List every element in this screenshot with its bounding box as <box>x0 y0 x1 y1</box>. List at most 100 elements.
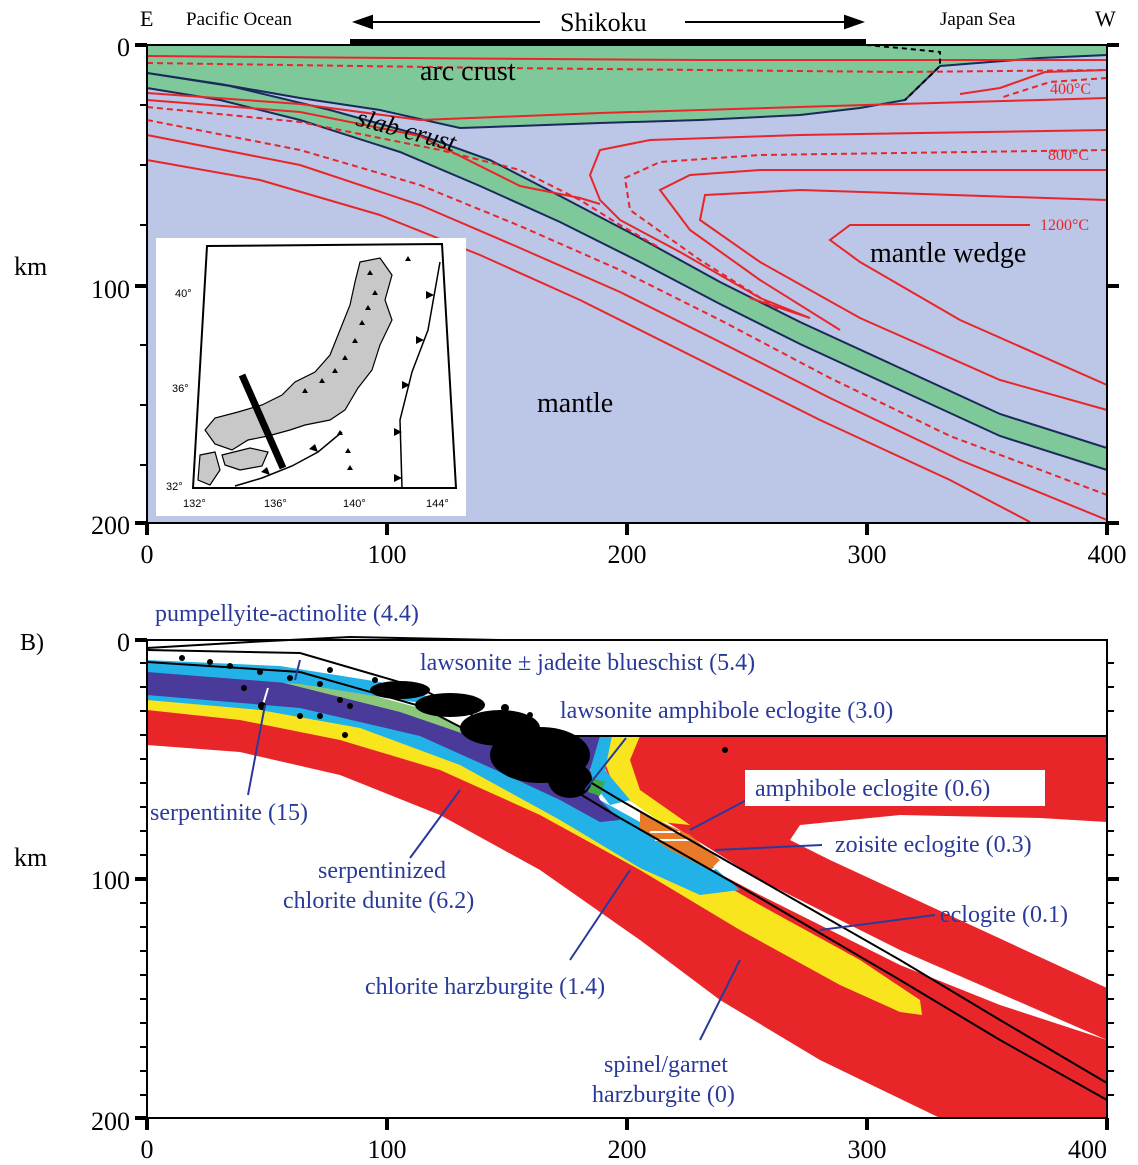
isotherm-line <box>999 77 1108 99</box>
pacific-ocean-label: Pacific Ocean <box>186 9 293 30</box>
isotherm-400-label: 400°C <box>1050 81 1091 98</box>
earthquake-dot <box>327 667 333 673</box>
panel-a-x-tick-100: 100 <box>368 540 407 569</box>
earthquake-dot <box>257 669 263 675</box>
earthquake-dot <box>372 677 378 683</box>
chlorite-harzburgite-zone <box>147 680 922 1015</box>
panel-a-x-ticks <box>145 523 1109 535</box>
leader-dunite <box>409 789 461 859</box>
earthquake-dot <box>547 735 553 741</box>
trench-tooth <box>394 474 402 482</box>
chlorite-harzburgite-label: chlorite harzburgite (1.4) <box>365 974 605 1000</box>
panel-b-km-label: km <box>14 843 47 872</box>
mantle-wedge-label: mantle wedge <box>870 238 1026 269</box>
mantle-wedge-eclogite-zone <box>600 736 1107 1040</box>
earthquake-dot <box>317 713 323 719</box>
inset-lon-144: 144° <box>426 498 449 510</box>
isotherm-line <box>146 106 661 249</box>
serpentinite-label: serpentinite (15) <box>150 800 308 826</box>
inset-lat-32: 32° <box>166 481 183 493</box>
trench-tooth <box>394 428 402 436</box>
white-mark <box>711 861 726 871</box>
trench-tooth <box>402 381 410 389</box>
panel-b-x-tick-200: 200 <box>608 1135 647 1164</box>
volcano-triangle <box>405 256 411 261</box>
isotherm-800-label: 800°C <box>1048 147 1089 164</box>
isotherm-line <box>828 224 1108 386</box>
serpentinized-chlorite-dunite-zone <box>147 670 740 895</box>
volcano-triangle <box>319 378 325 383</box>
isotherm-line <box>146 159 1031 523</box>
panel-b: pumpellyite-actinolite (4.4) lawsonite ±… <box>14 601 1119 1164</box>
panel-a-y-tick-0: 0 <box>117 33 130 62</box>
japan-sea-label: Japan Sea <box>940 9 1016 30</box>
shikoku-island <box>221 447 269 471</box>
volcano-triangle <box>352 338 358 343</box>
arc-crust-label: arc crust <box>420 56 516 87</box>
panel-a-x-tick-200: 200 <box>608 540 647 569</box>
volcano-triangle <box>372 290 378 295</box>
earthquake-dot <box>207 659 213 665</box>
slab-moho-line <box>146 661 1108 1101</box>
isotherm-line <box>146 99 601 205</box>
inset-lon-140: 140° <box>343 498 366 510</box>
earthquake-dot <box>287 675 293 681</box>
isotherm-line <box>146 55 1107 61</box>
spinel-garnet-label-line-2: harzburgite (0) <box>592 1082 735 1108</box>
zoisite-eclogite-label: zoisite eclogite (0.3) <box>835 832 1032 858</box>
pumpellyite-actinolite-label: pumpellyite-actinolite (4.4) <box>155 601 419 627</box>
slab-top-line <box>146 649 1108 1084</box>
panel-a-km-label: km <box>14 252 47 281</box>
volcano-markers <box>302 256 411 470</box>
leader-pumpellyite <box>294 659 301 681</box>
isotherm-line <box>588 129 1108 319</box>
isotherm-line <box>146 134 1108 521</box>
earthquake-cluster <box>370 681 430 699</box>
panel-b-x-tick-400: 400 <box>1068 1135 1107 1164</box>
earthquake-dot <box>342 732 348 738</box>
nankai-trough <box>234 431 343 487</box>
volcano-triangle <box>302 388 308 393</box>
facies-labels: pumpellyite-actinolite (4.4) lawsonite ±… <box>150 601 1068 1108</box>
earthquake-dot <box>179 655 185 661</box>
isotherm-line <box>623 149 1108 311</box>
volcano-triangle <box>345 448 351 453</box>
west-label: W <box>1095 6 1116 31</box>
earthquake-dot <box>417 687 423 693</box>
japan-trench <box>399 261 441 489</box>
isotherm-line <box>698 188 1108 411</box>
volcano-triangle <box>365 305 371 310</box>
mantle-label: mantle <box>537 388 613 419</box>
panel-b-label: B) <box>20 630 44 656</box>
leader-lawsonite-amphibole <box>584 737 627 791</box>
volcano-triangle <box>367 270 373 275</box>
spinel-garnet-label-line-1: spinel/garnet <box>604 1052 728 1078</box>
volcano-triangle <box>347 465 353 470</box>
spinel-garnet-harzburgite-zone <box>147 700 1107 1118</box>
isotherm-line <box>959 69 1108 95</box>
earthquake-dot <box>241 685 247 691</box>
inset-lon-136: 136° <box>264 498 287 510</box>
earthquake-cluster <box>548 762 592 798</box>
earthquake-dot <box>297 713 303 719</box>
leader-spinel <box>699 959 741 1041</box>
arrow-right-head <box>844 14 866 30</box>
panel-a-x-tick-300: 300 <box>848 540 887 569</box>
inset-lat-40: 40° <box>175 288 192 300</box>
earthquake-dot <box>337 697 343 703</box>
arrow-left-head <box>351 14 373 30</box>
inset-map: 40° 36° 32° 132° 136° 140° 144° <box>156 238 466 516</box>
profile-line <box>238 373 287 470</box>
isotherm-line <box>146 92 1108 122</box>
trench-teeth <box>261 291 434 482</box>
isotherm-line <box>658 169 1107 331</box>
wedge-chlorite-harzburgite-edge <box>604 736 690 825</box>
isotherms <box>146 55 1108 523</box>
isotherm-line <box>146 62 1108 74</box>
earthquake-cluster <box>460 710 540 746</box>
isotherm-1200-label: 1200°C <box>1040 217 1089 234</box>
earthquake-dot <box>347 703 353 709</box>
earthquake-hypocenters <box>179 655 728 798</box>
panel-a: E W Pacific Ocean Japan Sea Shikoku arc … <box>14 6 1127 569</box>
leader-chlorite-harzburgite <box>569 869 631 961</box>
